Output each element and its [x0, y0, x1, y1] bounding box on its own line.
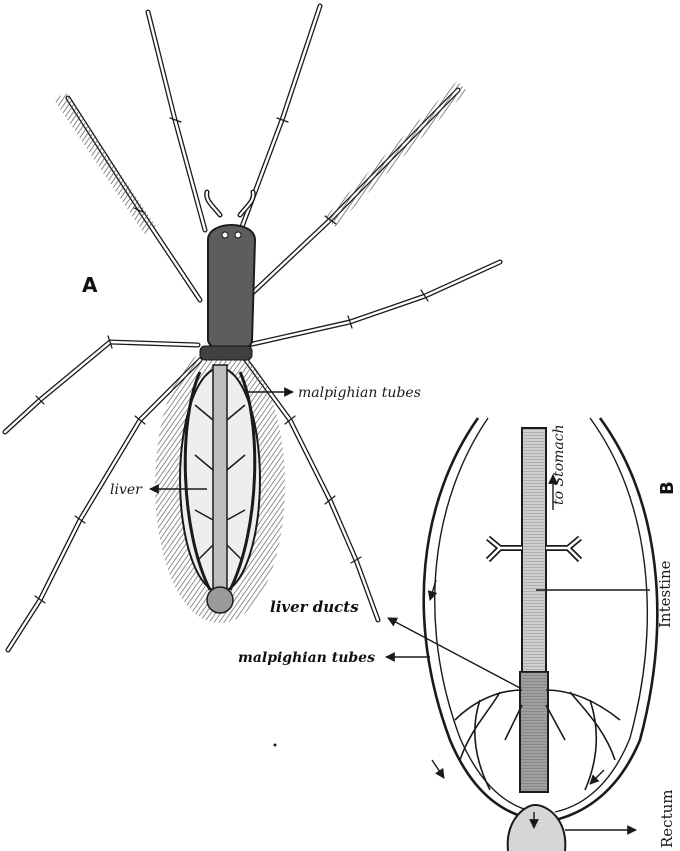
eye-left: [222, 232, 228, 238]
rectal-sac: [207, 587, 233, 613]
panel-a-letter: A: [82, 273, 98, 297]
label-liver: liver: [110, 482, 143, 498]
panel-b-letter: B: [657, 481, 678, 495]
label-to-stomach: to Stomach: [551, 424, 567, 505]
pointer-liver-ducts: [388, 618, 520, 688]
label-malpighian-tubes-b: malpighian tubes: [238, 650, 375, 666]
abdomen: [168, 360, 272, 613]
flow-arrows: [430, 475, 604, 828]
eye-right: [235, 232, 241, 238]
label-malpighian-tubes-a: malpighian tubes: [298, 385, 421, 401]
ink-dot: [274, 744, 277, 747]
cephalothorax: [208, 225, 255, 351]
leg-third-right: [248, 262, 500, 345]
label-liver-ducts: liver ducts: [270, 598, 359, 616]
label-intestine: Intestine: [656, 560, 674, 628]
leg-hairs: [60, 86, 462, 230]
label-rectum: Rectum: [658, 790, 676, 848]
panel-b-gut: to Stomach Intestine B liver ducts malpi…: [238, 418, 678, 851]
